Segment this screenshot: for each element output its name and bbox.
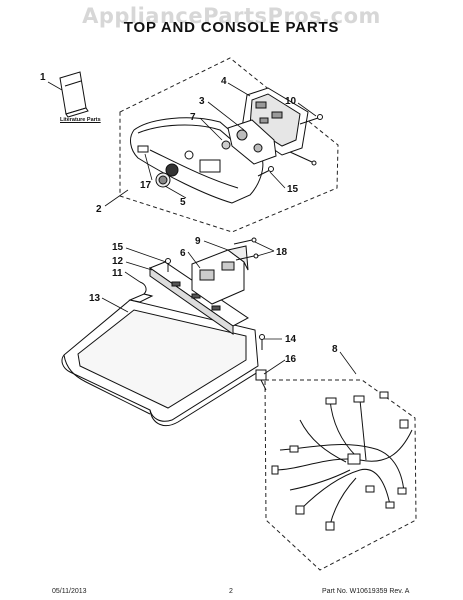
callout-6: 6 [180,248,186,259]
literature-parts-booklet [59,71,89,118]
callout-5: 5 [180,197,186,208]
screw-10 [299,114,323,125]
callout-14: 14 [285,334,297,345]
console-panel [130,117,264,204]
callout-1: 1 [40,72,46,83]
footer-part-number: Part No. W10619359 Rev. A [322,588,410,595]
callout-10: 10 [285,96,297,107]
screw-15-rail [165,258,171,272]
callout-3: 3 [199,96,205,107]
console-knob [155,172,171,188]
callout-15-console: 15 [287,184,299,195]
control-bracket [227,119,277,165]
callout-11: 11 [112,268,123,279]
callout-2: 2 [96,204,102,215]
knob-clip [137,145,149,153]
top-hinge-16 [255,369,267,391]
wire-harness [271,391,413,531]
callout-8: 8 [332,344,338,355]
callout-18: 18 [276,247,288,258]
callout-4: 4 [221,76,227,87]
control-knob-small [221,140,231,150]
callout-15-rail: 15 [112,242,124,253]
literature-parts-label: Literature Parts [60,117,101,123]
spring-clip-11 [139,281,153,297]
footer-date: 05/11/2013 [52,588,87,595]
callout-13: 13 [89,293,101,304]
callout-17: 17 [140,180,152,191]
screw-console [289,151,317,166]
page-title: TOP AND CONSOLE PARTS [123,19,340,36]
callout-12: 12 [112,256,124,267]
screw-15-top [257,166,274,177]
console-bracket [191,245,249,305]
footer-page-number: 2 [229,588,233,595]
callout-7: 7 [190,112,196,123]
screws-18 [233,237,259,261]
dryer-top-panel [61,293,259,426]
screw-14 [259,334,265,350]
watermark: AppliancePartsPros.com [82,4,381,28]
callout-16: 16 [285,354,297,365]
wiring-group-box [264,379,417,571]
callout-9: 9 [195,236,201,247]
